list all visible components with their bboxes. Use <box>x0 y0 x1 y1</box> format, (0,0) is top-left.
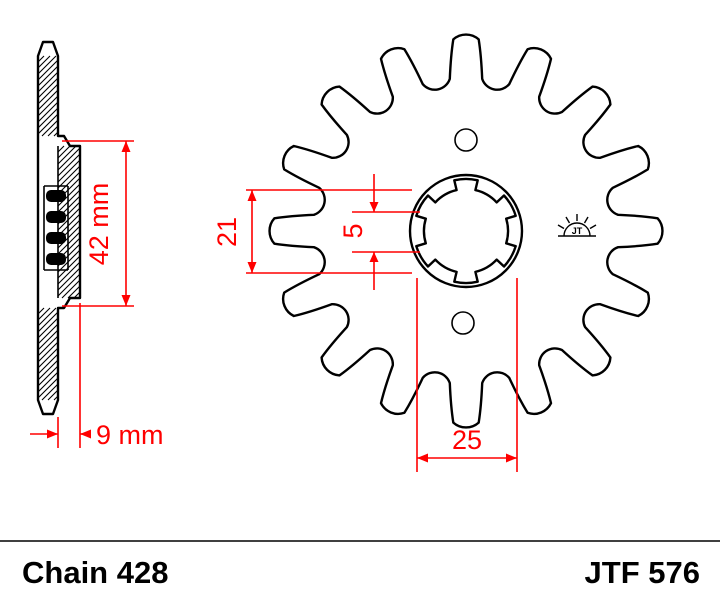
logo-rays-icon <box>557 214 597 230</box>
side-view <box>36 40 82 416</box>
arrow-left-icon <box>80 429 91 439</box>
arrow-down-icon <box>121 295 131 306</box>
spline-groove <box>46 253 66 265</box>
dimension-25: 25 <box>416 278 518 472</box>
dimension-21: 21 <box>212 189 412 274</box>
logo-text: JT <box>572 226 583 236</box>
dimension-label-9mm: 9 mm <box>96 420 164 450</box>
dimension-42mm: 42 mm <box>62 140 134 307</box>
dimension-5: 5 <box>338 174 420 290</box>
footer: Chain 428 JTF 576 <box>0 540 720 590</box>
model-number-label: JTF 576 <box>585 555 700 590</box>
spline-groove <box>46 190 66 202</box>
arrow-up-icon <box>121 141 131 152</box>
dimension-label-42mm: 42 mm <box>84 183 114 266</box>
chain-spec-label: Chain 428 <box>22 555 168 590</box>
arrow-down-icon <box>369 202 379 212</box>
arrow-left-icon <box>417 453 428 463</box>
jt-logo: JT <box>557 214 597 237</box>
logo-dome-icon <box>563 222 591 237</box>
arrow-right-icon <box>506 453 517 463</box>
front-view: JT <box>268 33 664 429</box>
spline-groove <box>46 211 66 223</box>
arrow-up-icon <box>247 190 257 201</box>
spline-groove <box>46 232 66 244</box>
hatch-bottom-plate <box>37 307 59 401</box>
dimension-label-5: 5 <box>338 223 368 238</box>
arrow-down-icon <box>247 262 257 273</box>
dimension-label-21: 21 <box>212 217 242 247</box>
dimension-9mm: 9 mm <box>30 303 164 450</box>
bolt-hole-top <box>454 128 478 152</box>
bolt-hole-bottom <box>451 311 475 335</box>
hatch-hub <box>57 145 81 299</box>
dimension-label-25: 25 <box>452 425 482 455</box>
arrow-right-icon <box>47 429 58 439</box>
arrow-up-icon <box>369 252 379 262</box>
spline-bore <box>415 177 517 285</box>
hatch-top-plate <box>37 55 59 137</box>
